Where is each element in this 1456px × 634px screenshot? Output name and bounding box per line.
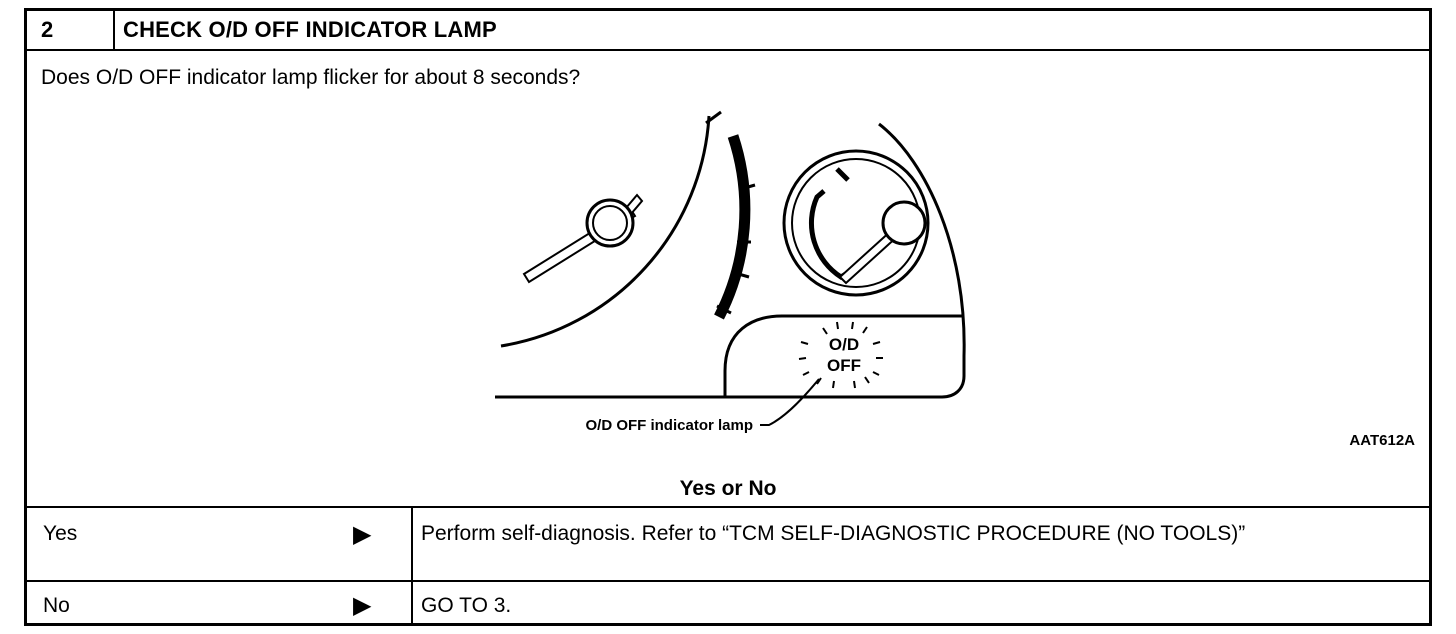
small-gauge-hub [881,200,927,246]
small-gauge-scale [808,189,851,280]
decision-row-no: No ▶ GO TO 3. [27,580,1429,626]
lamp-text-off: OFF [827,356,861,375]
answer-label: Yes [43,522,78,545]
step-title: CHECK O/D OFF INDICATOR LAMP [123,17,497,42]
step-header: 2 CHECK O/D OFF INDICATOR LAMP [27,11,1429,51]
figure-code: AAT612A [1349,432,1415,449]
lamp-text-od: O/D [829,335,859,354]
cluster-housing-outline [727,122,966,399]
instrument-cluster-illustration: O/D OFF O/D OFF indicator lamp [495,110,966,434]
lamp-flicker-rays [798,321,883,389]
answer-label: No [43,594,70,617]
lamp-panel-outline [723,314,964,397]
decision-row-yes: Yes ▶ Perform self-diagnosis. Refer to “… [27,506,1429,580]
callout-leader-line [760,378,820,426]
action-text: Perform self-diagnosis. Refer to “TCM SE… [421,522,1246,545]
decision-prompt: Yes or No [679,477,777,500]
right-arrow-icon: ▶ [353,592,372,619]
diagnostic-step-table: 2 CHECK O/D OFF INDICATOR LAMP Does O/D … [24,8,1432,626]
step-question: Does O/D OFF indicator lamp flicker for … [41,66,581,89]
callout-label: O/D OFF indicator lamp [585,417,753,434]
action-text: GO TO 3. [421,594,512,617]
step-number: 2 [27,11,115,49]
right-arrow-icon: ▶ [353,521,372,548]
speedometer-outer-arc [500,115,711,348]
od-off-lamp: O/D OFF [798,321,883,389]
speedometer-scale-band [714,134,751,320]
